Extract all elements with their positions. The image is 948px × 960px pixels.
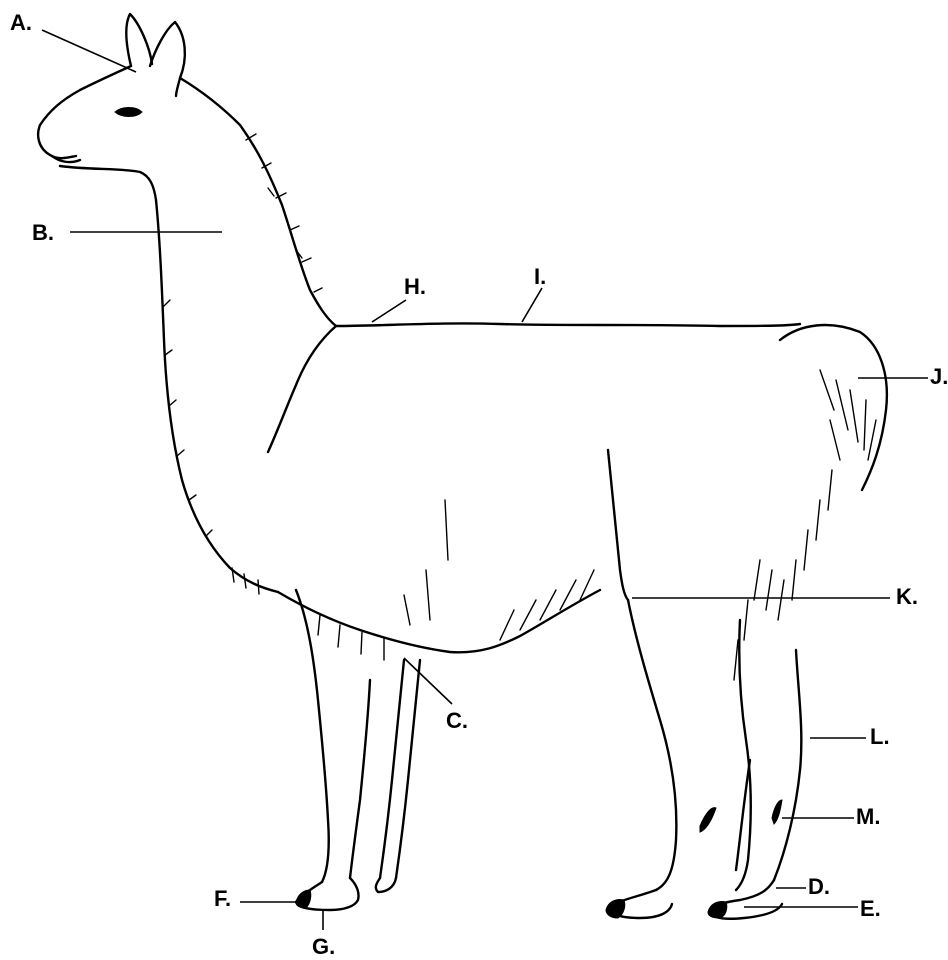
hind-hoof-far-tip <box>606 899 625 918</box>
hock-mark-near <box>772 800 782 824</box>
front-leg-near <box>296 590 329 882</box>
label-f: F. <box>214 886 231 911</box>
rump-fur <box>820 370 876 460</box>
front-leg-near-back <box>350 680 370 878</box>
label-k: K. <box>896 584 918 609</box>
label-g: G. <box>312 934 335 959</box>
eye-icon <box>115 108 142 117</box>
leader-i <box>522 288 542 322</box>
flank-line <box>608 450 628 600</box>
leader-lines <box>42 30 928 930</box>
hind-leg-far <box>628 600 676 890</box>
right-ear <box>150 22 185 96</box>
hock-mark-far <box>700 808 716 832</box>
hind-leg-near <box>774 650 801 880</box>
chest-fur <box>164 300 259 594</box>
label-j: J. <box>930 364 948 389</box>
hind-hoof-near-tip <box>708 901 727 918</box>
left-ear <box>126 14 152 66</box>
leader-c <box>404 658 452 704</box>
leader-a <box>42 30 136 72</box>
shoulder-line <box>268 326 336 452</box>
label-h: H. <box>404 274 426 299</box>
label-m: M. <box>856 804 880 829</box>
back-line <box>336 323 800 326</box>
front-hoof-far <box>376 878 396 892</box>
label-c: C. <box>446 708 468 733</box>
belly-fur <box>318 500 594 660</box>
labels: A. B. C. D. E. F. G. H. I. J. K. L. M. <box>10 10 948 959</box>
leader-h <box>372 300 406 322</box>
label-l: L. <box>870 724 890 749</box>
label-b: B. <box>32 220 54 245</box>
label-a: A. <box>10 10 32 35</box>
label-d: D. <box>808 874 830 899</box>
front-hoof-near-tip <box>296 890 311 908</box>
label-i: I. <box>534 264 546 289</box>
label-e: E. <box>860 896 881 921</box>
neck-back-outline <box>180 78 336 326</box>
neck-front-outline <box>156 200 278 592</box>
jaw-outline <box>60 166 156 200</box>
body-fur <box>734 470 832 680</box>
llama-outline-icon <box>38 14 887 919</box>
